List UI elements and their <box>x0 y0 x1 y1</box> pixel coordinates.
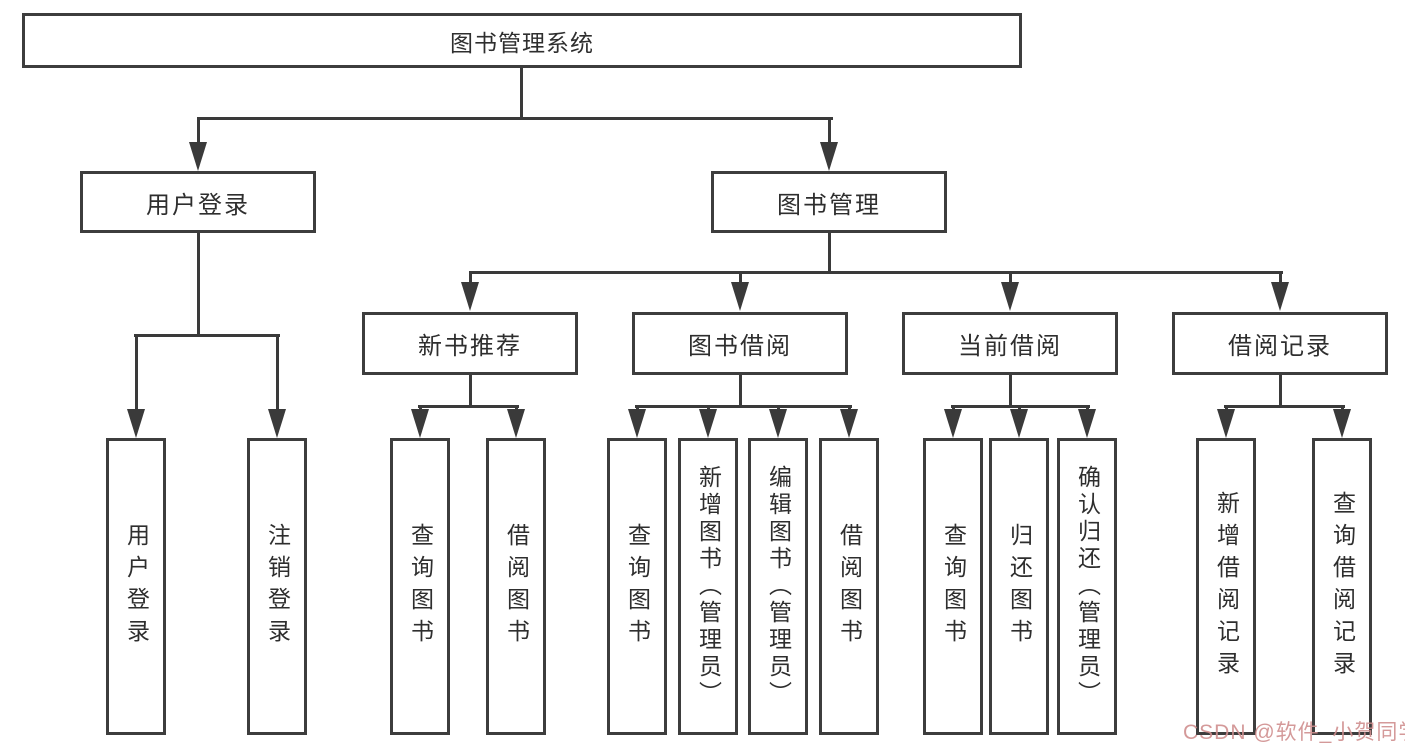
node-borrow-records: 借阅记录 <box>1172 312 1388 375</box>
connector-stem <box>135 334 138 412</box>
node-label: 用户登录 <box>123 522 150 651</box>
connector-stem <box>469 271 472 287</box>
arrowhead-icon <box>1001 282 1019 311</box>
connector-stem <box>1009 271 1012 287</box>
connector-stem <box>828 117 831 147</box>
node-query-books-current: 查询图书 <box>923 438 983 735</box>
arrowhead-icon <box>507 409 525 438</box>
arrowhead-icon <box>461 282 479 311</box>
connector-stem <box>1279 375 1282 407</box>
connector-bar <box>469 271 1283 274</box>
arrowhead-icon <box>1217 409 1235 438</box>
node-label: 查询图书 <box>624 522 651 651</box>
arrowhead-icon <box>268 409 286 438</box>
connector-stem <box>739 375 742 407</box>
connector-stem <box>197 117 200 147</box>
connector-stem <box>197 233 200 336</box>
connector-stem <box>520 68 523 120</box>
node-add-borrow-record: 新增借阅记录 <box>1196 438 1256 735</box>
arrowhead-icon <box>731 282 749 311</box>
arrowhead-icon <box>944 409 962 438</box>
connector-stem <box>739 271 742 287</box>
arrowhead-icon <box>840 409 858 438</box>
node-label: 借阅图书 <box>836 522 863 651</box>
connector-stem <box>1009 375 1012 407</box>
connector-bar <box>134 334 280 337</box>
node-label: 确认归还（管理员） <box>1074 465 1101 708</box>
node-user-login-action: 用户登录 <box>106 438 166 735</box>
node-label: 查询图书 <box>407 522 434 651</box>
node-label: 新增借阅记录 <box>1213 490 1240 683</box>
node-confirm-return-admin: 确认归还（管理员） <box>1057 438 1117 735</box>
arrowhead-icon <box>1078 409 1096 438</box>
node-logout: 注销登录 <box>247 438 307 735</box>
node-label: 注销登录 <box>264 522 291 651</box>
node-current-borrow: 当前借阅 <box>902 312 1118 375</box>
arrowhead-icon <box>699 409 717 438</box>
node-label: 查询图书 <box>940 522 967 651</box>
node-book-management: 图书管理 <box>711 171 947 233</box>
node-add-book-admin: 新增图书（管理员） <box>678 438 738 735</box>
arrowhead-icon <box>1271 282 1289 311</box>
arrowhead-icon <box>820 142 838 171</box>
node-query-books-borrow: 查询图书 <box>607 438 667 735</box>
arrowhead-icon <box>127 409 145 438</box>
arrowhead-icon <box>769 409 787 438</box>
connector-stem <box>276 334 279 412</box>
node-query-books-recommend: 查询图书 <box>390 438 450 735</box>
node-label: 查询借阅记录 <box>1329 490 1356 683</box>
node-label: 编辑图书（管理员） <box>765 465 792 708</box>
arrowhead-icon <box>1333 409 1351 438</box>
connector-bar <box>635 405 852 408</box>
node-label: 归还图书 <box>1006 522 1033 651</box>
node-return-book: 归还图书 <box>989 438 1049 735</box>
node-query-borrow-record: 查询借阅记录 <box>1312 438 1372 735</box>
connector-bar <box>418 405 519 408</box>
node-borrow-book-recommend: 借阅图书 <box>486 438 546 735</box>
node-new-book-recommend: 新书推荐 <box>362 312 578 375</box>
arrowhead-icon <box>189 142 207 171</box>
connector-stem <box>828 233 831 274</box>
connector-stem <box>469 375 472 407</box>
node-book-borrow: 图书借阅 <box>632 312 848 375</box>
connector-bar <box>1224 405 1345 408</box>
node-label: 借阅图书 <box>503 522 530 651</box>
arrowhead-icon <box>628 409 646 438</box>
connector-bar <box>197 117 833 120</box>
connector-stem <box>1279 271 1282 287</box>
node-edit-book-admin: 编辑图书（管理员） <box>748 438 808 735</box>
arrowhead-icon <box>411 409 429 438</box>
csdn-watermark: CSDN @软件_小贺同学 <box>1183 721 1405 744</box>
node-label: 新增图书（管理员） <box>695 465 722 708</box>
arrowhead-icon <box>1010 409 1028 438</box>
node-library-system: 图书管理系统 <box>22 13 1022 68</box>
node-borrow-book: 借阅图书 <box>819 438 879 735</box>
node-user-login: 用户登录 <box>80 171 316 233</box>
